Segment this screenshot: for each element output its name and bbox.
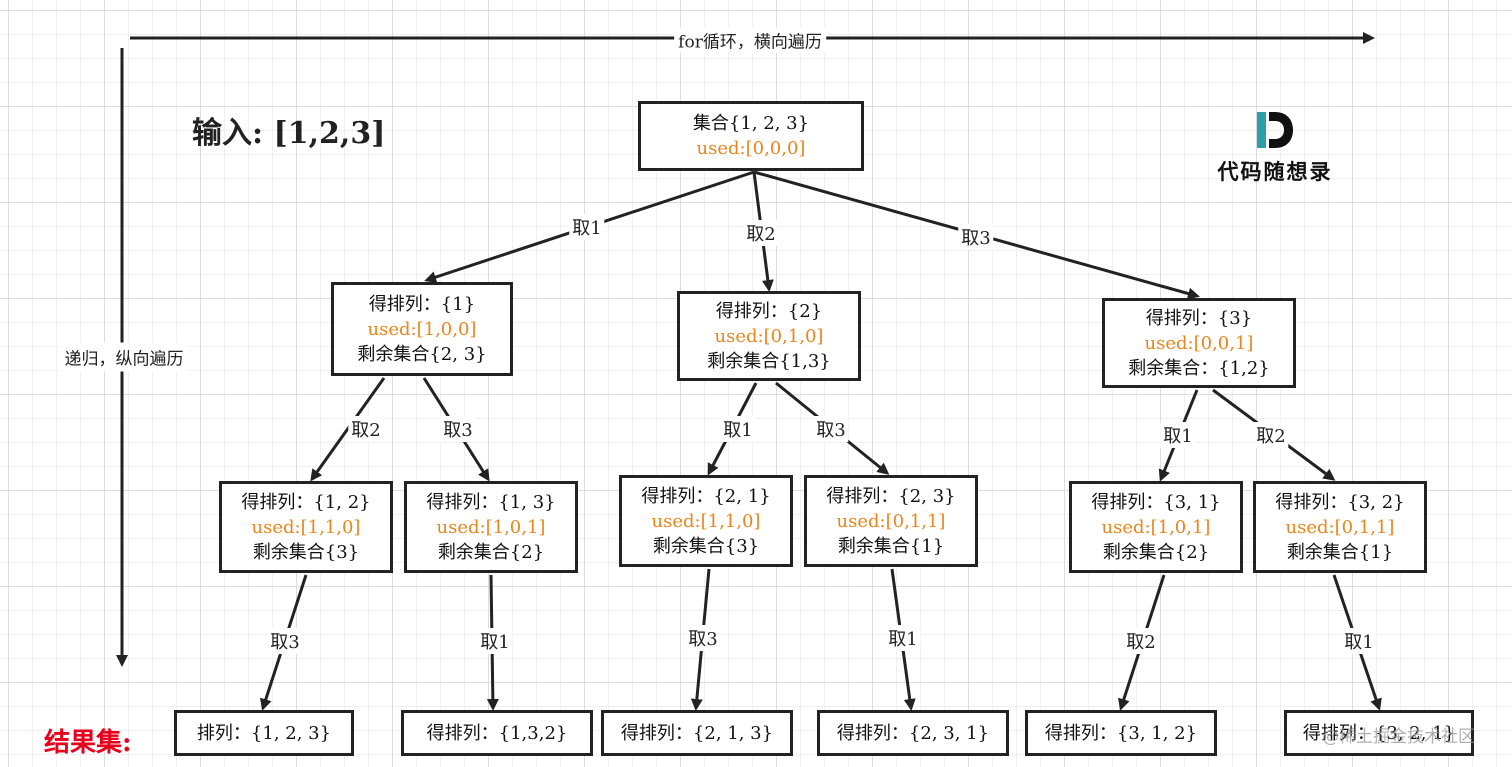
level2-node: 得排列：{2, 3} used:[0,1,1] 剩余集合{1} <box>804 475 978 567</box>
remaining-set: 剩余集合{2, 3} <box>357 343 487 365</box>
level1-node: 得排列：{1} used:[1,0,0] 剩余集合{2, 3} <box>331 282 513 376</box>
level1-node: 得排列：{2} used:[0,1,0] 剩余集合{1,3} <box>677 291 861 381</box>
level1-node: 得排列：{3} used:[0,0,1] 剩余集合：{1,2} <box>1102 298 1296 388</box>
result-permutation: 得排列：{2, 1, 3} <box>620 722 774 744</box>
node-title: 得排列：{3, 1} <box>1091 491 1221 513</box>
d-logo-icon <box>1257 112 1293 148</box>
remaining-set: 剩余集合{1,3} <box>707 350 831 372</box>
result-node: 得排列：{2, 1, 3} <box>601 710 793 756</box>
node-title: 得排列：{2} <box>715 300 823 322</box>
edge-label: 取3 <box>813 416 849 442</box>
level2-node: 得排列：{1, 3} used:[1,0,1] 剩余集合{2} <box>404 481 578 573</box>
edge-label: 取2 <box>743 220 779 246</box>
used-array: used:[1,1,0] <box>251 516 361 538</box>
edge-label: 取2 <box>1253 422 1289 448</box>
node-title: 得排列：{2, 1} <box>641 485 771 507</box>
result-node: 得排列：{3, 1, 2} <box>1025 710 1217 756</box>
edge-label: 取3 <box>958 224 994 250</box>
result-set-label: 结果集: <box>44 728 132 758</box>
used-array: used:[0,1,1] <box>836 510 946 532</box>
used-array: used:[1,0,1] <box>1101 516 1211 538</box>
node-title: 得排列：{3} <box>1145 307 1253 329</box>
result-node: 得排列：{3, 2, 1} <box>1284 710 1474 756</box>
result-permutation: 得排列：{1,3,2} <box>426 722 568 744</box>
used-array: used:[1,0,1] <box>436 516 546 538</box>
result-permutation: 得排列：{3, 2, 1} <box>1302 722 1456 744</box>
edge-label: 取1 <box>720 416 756 442</box>
result-permutation: 得排列：{3, 1, 2} <box>1044 722 1198 744</box>
vertical-axis-label: 递归，纵向遍历 <box>60 342 188 372</box>
level2-node: 得排列：{2, 1} used:[1,1,0] 剩余集合{3} <box>619 475 793 567</box>
used-array: used:[1,0,0] <box>367 318 477 340</box>
used-array: used:[1,1,0] <box>651 510 761 532</box>
edge-label: 取1 <box>1341 628 1377 654</box>
input-label: 输入: [1,2,3] <box>192 116 386 151</box>
result-node: 得排列：{1,3,2} <box>401 710 593 756</box>
edge-label: 取1 <box>885 625 921 651</box>
remaining-set: 剩余集合{1} <box>837 535 945 557</box>
edge-label: 取3 <box>685 625 721 651</box>
remaining-set: 剩余集合{3} <box>652 535 760 557</box>
node-title: 集合{1, 2, 3} <box>692 113 810 134</box>
brand-logo: 代码随想录 <box>1210 110 1340 186</box>
edge-label: 取3 <box>440 416 476 442</box>
logo-text: 代码随想录 <box>1217 160 1333 184</box>
watermark-text: @稀土掘金技术社区 <box>1322 727 1475 747</box>
result-node: 排列：{1, 2, 3} <box>174 710 354 756</box>
used-array: used:[0,0,1] <box>1144 332 1254 354</box>
node-title: 得排列：{3, 2} <box>1275 491 1405 513</box>
root-node: 集合{1, 2, 3} used:[0,0,0] <box>638 101 864 171</box>
edge-label: 取1 <box>477 628 513 654</box>
tree-edge-arrow <box>310 377 386 482</box>
node-title: 得排列：{2, 3} <box>826 485 956 507</box>
level2-node: 得排列：{1, 2} used:[1,1,0] 剩余集合{3} <box>219 481 393 573</box>
edge-label: 取1 <box>569 214 605 240</box>
edge-label: 取2 <box>348 416 384 442</box>
edge-label: 取1 <box>1160 422 1196 448</box>
edge-label: 取2 <box>1123 628 1159 654</box>
horizontal-axis-label: for循环，横向遍历 <box>674 27 826 53</box>
result-permutation: 得排列：{2, 3, 1} <box>836 722 990 744</box>
node-title: 得排列：{1} <box>368 293 476 315</box>
result-node: 得排列：{2, 3, 1} <box>817 710 1009 756</box>
used-array: used:[0,0,0] <box>696 138 806 159</box>
level2-node: 得排列：{3, 2} used:[0,1,1] 剩余集合{1} <box>1253 481 1427 573</box>
remaining-set: 剩余集合{1} <box>1286 541 1394 563</box>
node-title: 得排列：{1, 2} <box>241 491 371 513</box>
result-permutation: 排列：{1, 2, 3} <box>196 722 332 744</box>
remaining-set: 剩余集合{2} <box>437 541 545 563</box>
remaining-set: 剩余集合：{1,2} <box>1128 357 1270 379</box>
level2-node: 得排列：{3, 1} used:[1,0,1] 剩余集合{2} <box>1069 481 1243 573</box>
used-array: used:[0,1,1] <box>1285 516 1395 538</box>
remaining-set: 剩余集合{2} <box>1102 541 1210 563</box>
node-title: 得排列：{1, 3} <box>426 491 556 513</box>
edge-label: 取3 <box>267 628 303 654</box>
used-array: used:[0,1,0] <box>714 325 824 347</box>
remaining-set: 剩余集合{3} <box>252 541 360 563</box>
